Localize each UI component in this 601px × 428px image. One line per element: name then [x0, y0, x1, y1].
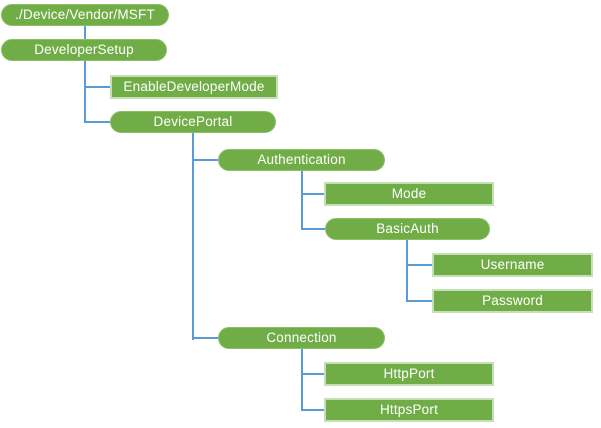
connector-branch-httpport — [301, 373, 324, 375]
connector-authentication-trunk — [301, 171, 303, 230]
node-username: Username — [432, 253, 593, 277]
node-httpport: HttpPort — [324, 362, 494, 386]
node-httpsport: HttpsPort — [324, 398, 494, 422]
connector-branch-mode — [301, 193, 324, 195]
node-msft: ./Device/Vendor/MSFT — [1, 4, 169, 26]
node-connection: Connection — [218, 327, 385, 349]
connector-connection-trunk — [301, 349, 303, 410]
connector-branch-authentication — [192, 159, 218, 161]
connector-msft-developersetup — [84, 26, 86, 40]
connector-deviceportal-trunk — [192, 133, 194, 340]
connector-branch-enabledevelopermode — [84, 86, 110, 88]
node-basicauth: BasicAuth — [325, 218, 490, 240]
node-authentication: Authentication — [218, 149, 385, 171]
node-deviceportal: DevicePortal — [110, 111, 276, 133]
node-mode: Mode — [324, 182, 494, 206]
connector-branch-username — [406, 264, 432, 266]
node-developersetup: DeveloperSetup — [1, 39, 167, 61]
connector-basicauth-trunk — [406, 240, 408, 302]
connector-branch-httpsport — [301, 409, 324, 411]
connector-developersetup-trunk — [84, 61, 86, 123]
connector-branch-basicauth — [301, 228, 325, 230]
node-password: Password — [432, 289, 593, 313]
node-enabledevelopermode: EnableDeveloperMode — [110, 75, 278, 99]
connector-branch-connection — [192, 337, 218, 339]
connector-branch-password — [406, 300, 432, 302]
connector-branch-deviceportal — [84, 121, 110, 123]
